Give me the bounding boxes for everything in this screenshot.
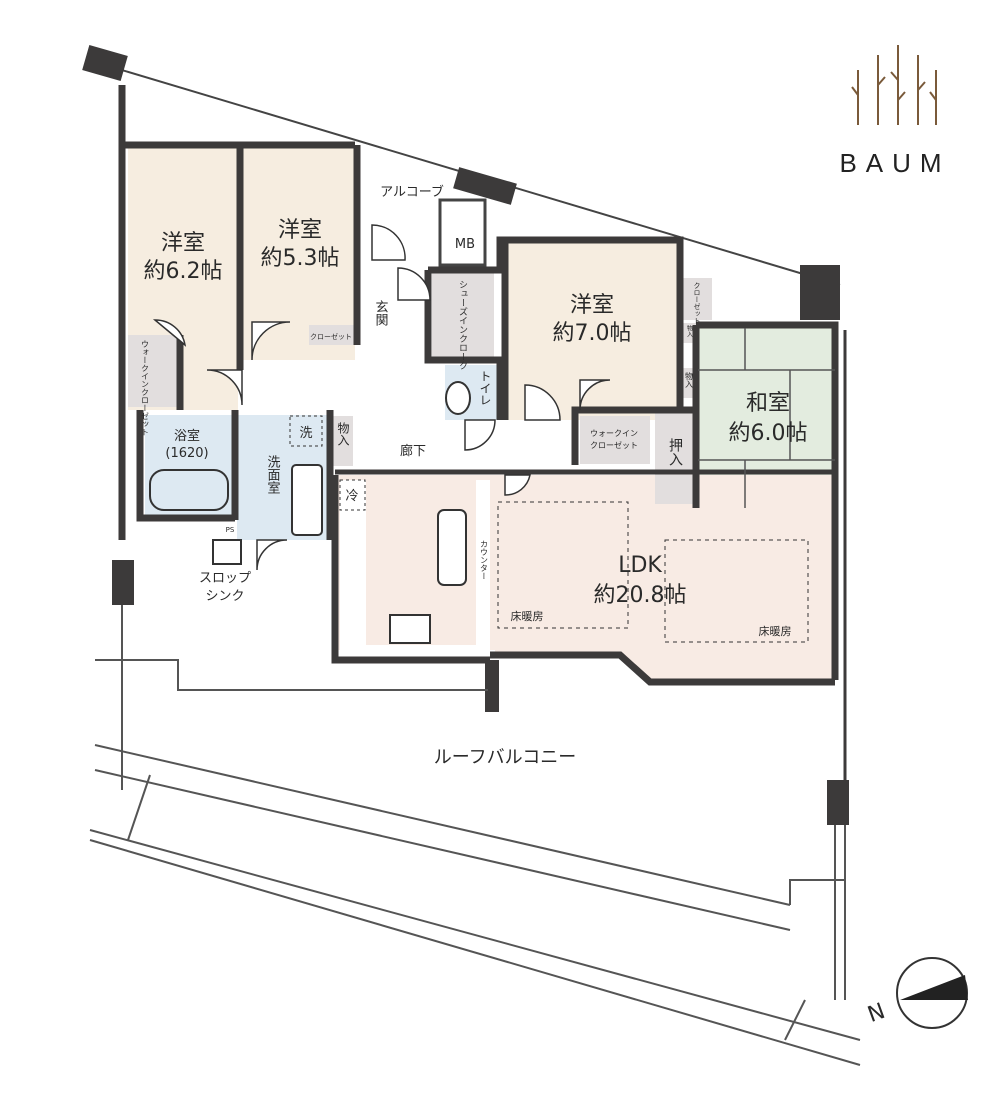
shoe-closet xyxy=(432,273,494,357)
logo-text: BAUM xyxy=(839,148,950,178)
bathtub xyxy=(149,469,229,511)
doors xyxy=(152,224,611,571)
mb-label: MB xyxy=(455,237,475,252)
entrance-label: 玄関 xyxy=(373,300,389,327)
closet-right xyxy=(682,278,712,320)
door xyxy=(152,319,187,347)
walkin-closet-2-label-2: クローゼット xyxy=(590,440,638,450)
baum-logo xyxy=(851,45,937,125)
storage-3-label: 物入 xyxy=(685,371,694,388)
door xyxy=(524,384,561,421)
door xyxy=(371,224,406,261)
toilet-label: トイレ xyxy=(478,370,492,406)
floor-heating-area-2 xyxy=(664,539,809,643)
closet-right-label: クローゼット xyxy=(693,282,701,324)
door xyxy=(256,539,288,571)
door xyxy=(579,379,611,411)
room-label-western-3: 洋室 xyxy=(570,293,614,318)
bath-size: (1620) xyxy=(165,446,208,461)
walkin-closet-1-label: ウォークインクローゼット xyxy=(141,340,150,436)
pillar xyxy=(112,560,134,605)
counter-label: カウンター xyxy=(480,540,489,580)
walkin-closet-2 xyxy=(580,416,650,464)
stove xyxy=(389,614,431,644)
hall-upper xyxy=(243,360,433,415)
slop-sink-label-2: シンク xyxy=(205,589,244,604)
room-label-japanese: 和室 xyxy=(746,391,790,416)
washroom-label: 洗面室 xyxy=(265,455,281,494)
door xyxy=(206,369,243,406)
slop-sink xyxy=(212,539,242,565)
room-label-western-2: 洋室 xyxy=(278,218,322,243)
walkin-closet-2-label-1: ウォークイン xyxy=(590,429,638,438)
oshiire-label: 押入 xyxy=(667,438,683,466)
roof-balcony-outline xyxy=(89,605,861,1066)
toilet-bowl xyxy=(445,381,471,415)
walkin-closet-1 xyxy=(128,335,178,407)
fridge-label: 冷 xyxy=(345,489,358,504)
pillar xyxy=(800,265,840,320)
shoe-closet-label: シューズインクローク xyxy=(457,280,468,370)
room-label-ldk: LDK xyxy=(618,553,662,578)
corridor-label: 廊下 xyxy=(400,443,426,459)
vanity xyxy=(291,464,323,536)
pillar xyxy=(453,167,517,205)
door xyxy=(397,267,431,301)
roof-balcony-label: ルーフバルコニー xyxy=(434,747,577,768)
walls xyxy=(118,85,847,810)
floor-heating-label-2: 床暖房 xyxy=(759,624,792,638)
closet-small xyxy=(309,325,354,345)
fridge-space xyxy=(339,479,366,511)
room-label-western-1: 洋室 xyxy=(161,231,205,256)
compass-north-label: N xyxy=(865,999,889,1028)
pillar xyxy=(82,44,128,82)
washer-space xyxy=(289,415,323,447)
tatami-lines xyxy=(698,328,835,508)
room-size-western-1: 約6.2帖 xyxy=(144,259,223,284)
alcove-label: アルコーブ xyxy=(380,184,444,200)
room-size-ldk: 約20.8帖 xyxy=(594,583,687,608)
slop-sink-label-1: スロップ xyxy=(199,571,251,586)
room-size-japanese: 約6.0帖 xyxy=(729,421,808,446)
pillar xyxy=(827,780,849,825)
door xyxy=(504,474,531,496)
kitchen-sink xyxy=(437,509,467,586)
washer-label: 洗 xyxy=(299,426,312,441)
bath-label: 浴室 xyxy=(174,428,200,444)
room-size-western-2: 約5.3帖 xyxy=(261,246,340,271)
storage-1-label: 物入 xyxy=(336,422,350,446)
room-size-western-3: 約7.0帖 xyxy=(553,321,632,346)
door xyxy=(251,321,291,361)
oshiire xyxy=(655,412,695,504)
ps-label: PS xyxy=(226,526,235,534)
storage-1 xyxy=(333,416,353,466)
compass-icon: N xyxy=(865,957,968,1029)
mb-box xyxy=(438,198,487,267)
floor-heating-area-1 xyxy=(497,501,629,629)
door xyxy=(464,419,496,451)
floor-heating-label-1: 床暖房 xyxy=(511,609,544,623)
closet-small-label: クローゼット xyxy=(310,332,352,341)
storage-2-label: 物入 xyxy=(686,324,693,337)
